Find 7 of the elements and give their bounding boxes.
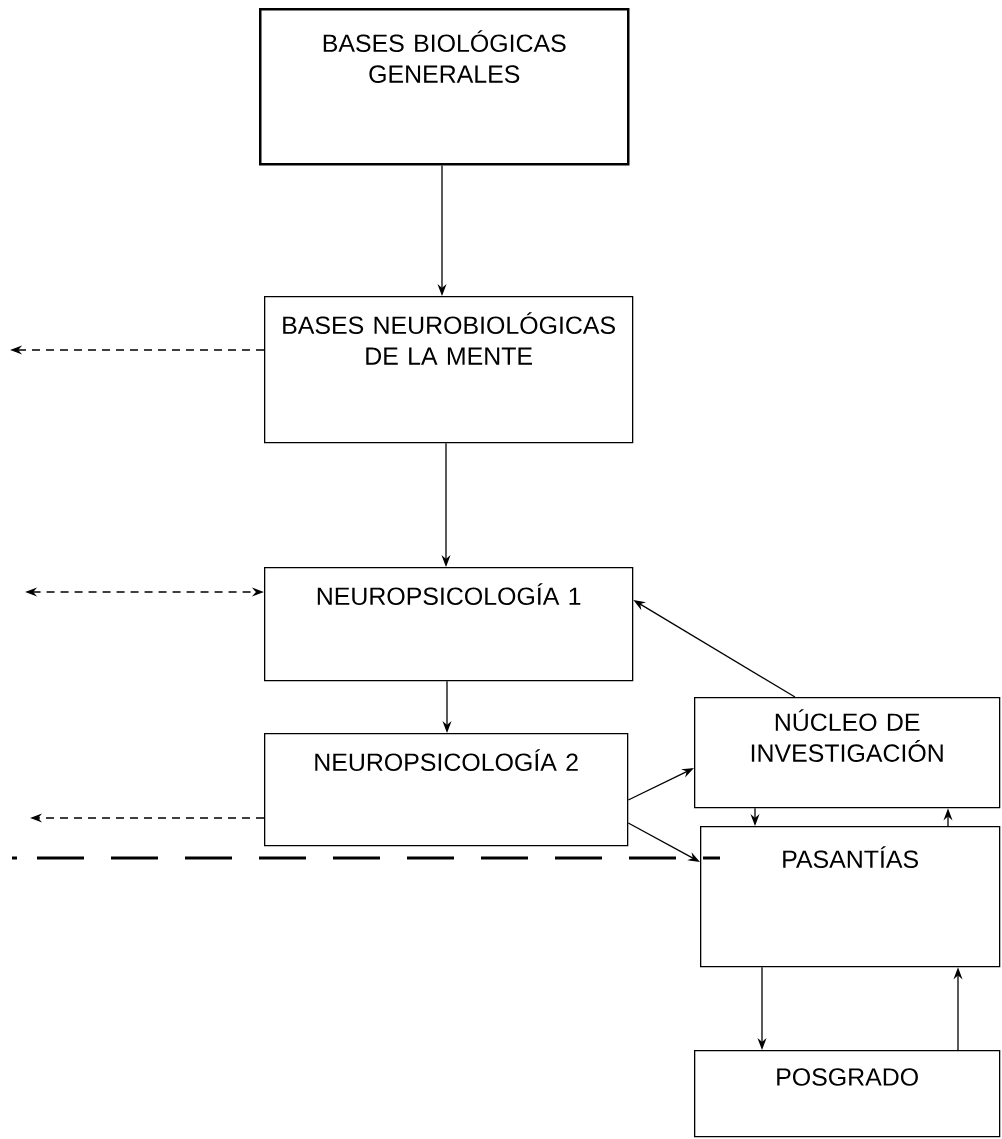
process-box: NEUROPSICOLOGÍA 2	[264, 733, 629, 847]
process-box: NEUROPSICOLOGÍA 1	[264, 567, 634, 682]
process-box: BASES BIOLÓGICAS GENERALES	[259, 8, 630, 166]
process-box: NÚCLEO DE INVESTIGACIÓN	[694, 697, 1001, 809]
process-box: BASES NEUROBIOLÓGICAS DE LA MENTE	[264, 296, 634, 444]
process-box: PASANTÍAS	[700, 826, 1001, 968]
process-box: POSGRADO	[694, 1050, 1001, 1138]
